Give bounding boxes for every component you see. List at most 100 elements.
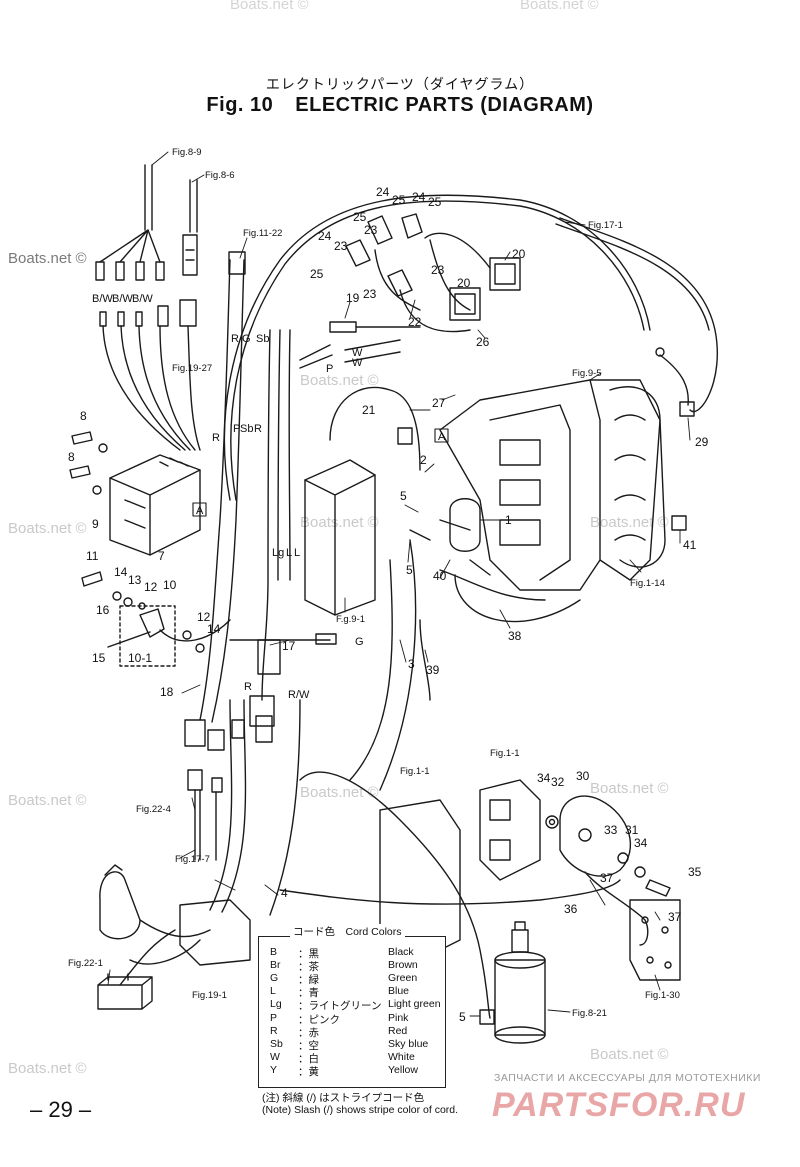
legend-code: Lg [270,998,282,1011]
wire-bundle [189,179,198,233]
part-number: 34 [537,771,551,785]
legend-jp: ：ライトグリーン [298,1000,382,1013]
ref-box-letter: A [438,431,446,443]
cowling-outline [230,200,645,501]
washer [112,591,122,601]
high-tension-cord [424,232,491,269]
main-switch-box [179,899,251,966]
part-number: 19 [346,291,360,305]
part-number: 27 [432,396,446,410]
part-number: 37 [668,910,682,924]
wire-color-label: R [244,681,252,693]
part-number: 5 [459,1010,466,1024]
legend-en: Green [388,972,418,985]
legend-en: Red [388,1024,408,1037]
clamp [139,608,165,638]
part-number: 12 [144,580,158,594]
ref-box-a [434,428,449,443]
part-number: 10-1 [128,651,152,665]
bolt-hole [646,956,654,964]
wire [469,559,491,576]
part-number: 15 [92,651,106,665]
part-number: 9 [92,517,99,531]
ignition-coil [489,257,521,291]
wire-bundle [329,386,421,471]
engine-block [489,404,571,581]
wire-bundle [102,325,201,451]
bolt-hole [641,916,649,924]
washer [617,852,629,864]
part-number: 11 [86,549,99,563]
part-number: 39 [426,663,440,677]
engine-block [589,379,661,581]
sub-assembly-box [119,605,176,667]
cowling-outline [223,194,651,501]
battery-cable [454,574,581,623]
wire-color-label: R [254,423,262,435]
legend-code: Br [270,959,281,972]
bolt [645,879,671,897]
legend-code: Y [270,1063,278,1076]
cdi-unit [304,474,376,616]
part-number: 41 [683,538,697,552]
washer [634,866,646,878]
high-tension-cord [374,239,471,333]
connector [479,1009,495,1025]
engine-block [499,439,541,546]
lower-housing [479,779,541,881]
part-number: 2 [420,453,427,467]
part-number: 8 [68,450,75,464]
harness-loop [555,223,710,331]
wire-bundle [99,229,161,263]
wire-color-label: P [326,363,333,375]
stator [559,795,631,877]
washer [195,643,205,653]
connector [397,427,413,445]
part-number: 38 [508,629,522,643]
bolt [81,571,103,587]
wire-color-label: Sb [256,333,269,345]
watermark: Boats.net © [590,514,669,531]
stator-hole [578,828,592,842]
part-number: 25 [353,210,367,224]
part-number: 10 [163,578,177,592]
wire [439,569,546,601]
fuse [329,321,357,333]
washer [545,815,559,829]
main-harness [221,699,247,913]
legend-jp: ：赤 [298,1026,319,1039]
wire-color-label: Sb [240,423,253,435]
legend-code: G [270,972,279,985]
part-number: 24 [376,185,390,199]
watermark: Boats.net © [300,784,379,801]
watermark: Boats.net © [8,250,87,267]
cdi-unit [304,459,376,616]
grommet [92,485,102,495]
legend-en: Yellow [388,1063,418,1076]
wire-color-label: W [352,357,363,369]
title-japanese: エレクトリックパーツ（ダイヤグラム） [265,76,535,92]
wire-color-label: L [294,547,300,559]
legend-code: R [270,1024,278,1037]
fig-ref-label: Fig.1-30 [645,990,680,1001]
connector [187,769,223,793]
ground-wire [659,354,689,406]
page-number: – 29 – [30,1097,92,1122]
lower-housing [489,799,511,861]
legend-code: Sb [270,1037,283,1050]
watermark: Boats.net © [8,1060,87,1077]
rectifier-regulator [109,454,201,556]
main-harness [211,259,245,723]
part-number: 29 [695,435,709,449]
bolt-hole [661,926,669,934]
legend-en: Pink [388,1011,409,1024]
watermark: Boats.net © [8,792,87,809]
watermark: Boats.net © [230,0,309,13]
part-number: 32 [551,775,565,789]
starter-motor [494,1026,546,1044]
wire [194,789,217,861]
cylinder-block [609,386,666,568]
part-number: 14 [207,622,221,636]
ignition-coil [449,287,481,321]
